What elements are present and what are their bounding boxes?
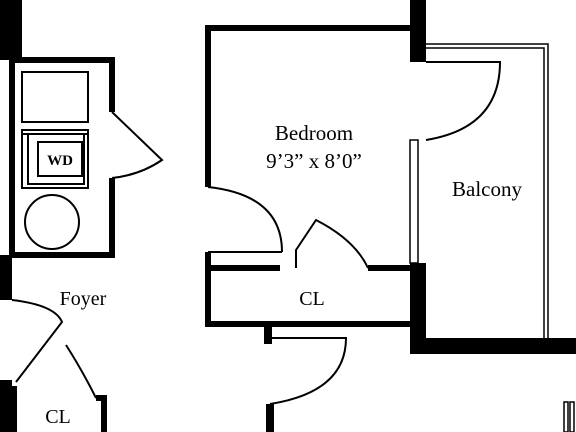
- foyer-closet-door-swing: [65, 344, 97, 399]
- wd-box-outer: [21, 129, 89, 189]
- wall-bedroom-right-lower: [410, 263, 426, 353]
- foyer-name: Foyer: [60, 288, 107, 310]
- foyer-closet-walls: [11, 386, 107, 432]
- washer-dryer-unit: [21, 71, 89, 250]
- wall-bottom-right: [410, 338, 576, 354]
- corridor-walls: [264, 324, 274, 432]
- balcony-name: Balcony: [452, 177, 522, 201]
- wall-bedroom-right-top: [410, 26, 426, 62]
- corridor-door-swing: [269, 337, 348, 405]
- closet-door-swing: [295, 218, 369, 269]
- balcony-railing: [426, 43, 549, 338]
- bedroom-door-swing: [207, 186, 283, 253]
- wall-left: [0, 255, 12, 300]
- wall-left-lower: [0, 380, 12, 432]
- bedroom-closet-walls: [205, 268, 414, 327]
- laundry-door-swing: [111, 111, 164, 179]
- foyer-door-swing: [11, 299, 64, 383]
- washer-dryer-label: WD: [47, 153, 73, 169]
- bedroom-closet-label: CL: [299, 288, 325, 310]
- balcony-door-swing: [425, 61, 502, 141]
- wall-top-left: [0, 0, 22, 60]
- bedroom-dimensions: 9’3” x 8’0”: [266, 149, 362, 173]
- bedroom-name: Bedroom: [275, 121, 353, 145]
- window: [409, 139, 419, 264]
- sink-box: [21, 71, 89, 123]
- wd-box-inner: [37, 141, 83, 177]
- lower-right-window: [563, 401, 575, 432]
- doors: [11, 61, 502, 405]
- foyer-closet-label: CL: [45, 406, 71, 428]
- bedroom-walls: [205, 25, 414, 271]
- wall-top-stub: [410, 0, 426, 26]
- dryer-drum: [24, 194, 80, 250]
- laundry-walls: [9, 57, 115, 258]
